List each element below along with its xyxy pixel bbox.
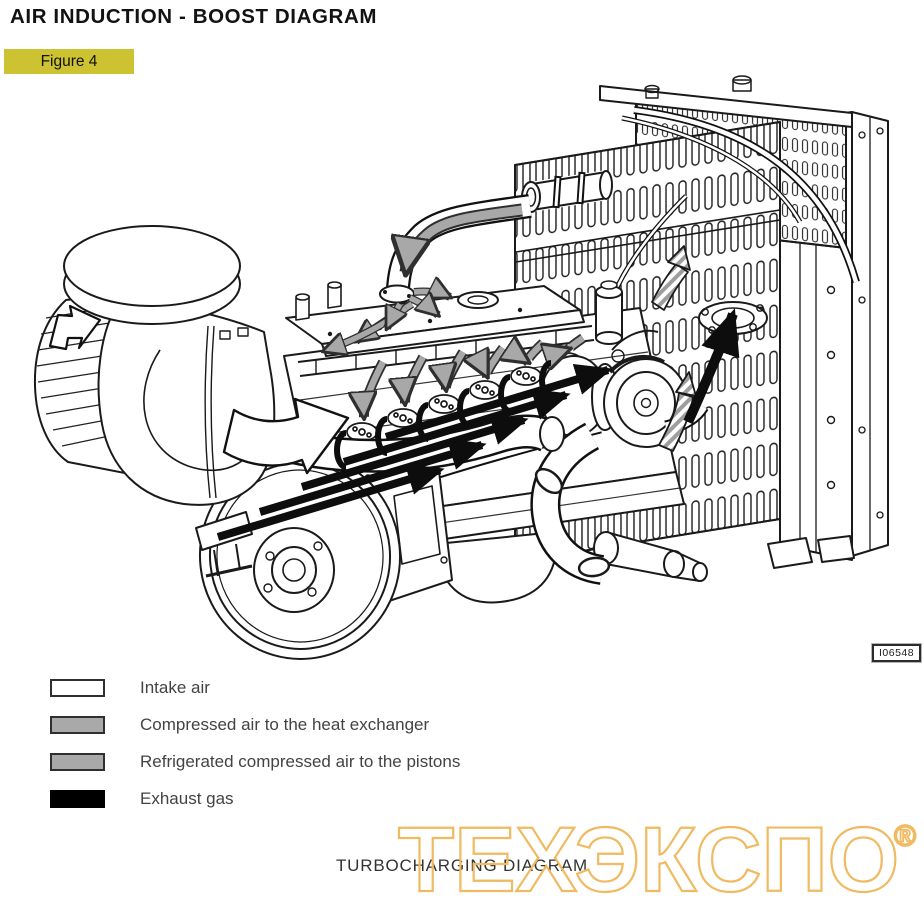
compressed-air-arrow bbox=[651, 245, 697, 452]
figure-caption: TURBOCHARGING DIAGRAM bbox=[336, 856, 588, 875]
engine-mount bbox=[195, 511, 253, 578]
legend-label: Exhaust gas bbox=[140, 789, 234, 808]
exhaust-gas-arrows bbox=[216, 363, 613, 541]
figure-reference-code: I06548 bbox=[872, 644, 922, 662]
page-title: AIR INDUCTION - BOOST DIAGRAM bbox=[10, 5, 378, 28]
intake-air-arrow bbox=[48, 304, 102, 351]
oil-pan bbox=[435, 531, 558, 604]
starter-motor bbox=[593, 531, 708, 582]
air-cleaner bbox=[33, 225, 276, 506]
radiator-foot bbox=[817, 535, 855, 563]
radiator-hoses bbox=[611, 106, 860, 296]
dome-lid bbox=[63, 225, 241, 307]
radiator-foot bbox=[767, 537, 813, 569]
legend-item-compressed-air: Compressed air to the heat exchanger bbox=[50, 715, 460, 734]
flow-legend: Intake air Compressed air to the heat ex… bbox=[50, 678, 461, 827]
upper-hose-port bbox=[521, 170, 613, 213]
radiator-top-bracket bbox=[599, 75, 853, 128]
refrigerated-air-runner-arrows bbox=[364, 333, 586, 417]
compressed-air-swatch bbox=[50, 716, 105, 734]
turbo-downpipe bbox=[530, 422, 611, 585]
intake-air-swatch bbox=[50, 679, 105, 697]
figure-label: Figure 4 bbox=[40, 53, 98, 70]
legend-label: Compressed air to the heat exchanger bbox=[140, 715, 430, 734]
refrigerated-air-swatch bbox=[50, 753, 105, 771]
exhaust-gas-swatch bbox=[50, 790, 105, 808]
turbocharger bbox=[530, 329, 709, 585]
legend-item-intake-air: Intake air bbox=[50, 678, 460, 697]
flow-arrows bbox=[48, 194, 740, 541]
breather-cylinder bbox=[595, 280, 623, 345]
legend-label: Intake air bbox=[140, 678, 210, 697]
legend-item-refrigerated-air: Refrigerated compressed air to the pisto… bbox=[50, 752, 461, 771]
legend-label: Refrigerated compressed air to the pisto… bbox=[140, 752, 461, 771]
legend-item-exhaust-gas: Exhaust gas bbox=[50, 789, 460, 808]
intake-air-arrow bbox=[222, 397, 350, 475]
flywheel-assembly bbox=[195, 445, 708, 660]
refrigerated-air-arrow bbox=[406, 203, 523, 272]
refrigerated-air-fan-arrows bbox=[324, 292, 450, 351]
figure-label-banner: Figure 4 bbox=[4, 49, 134, 74]
exhaust-gas-up-arrow bbox=[683, 308, 740, 425]
